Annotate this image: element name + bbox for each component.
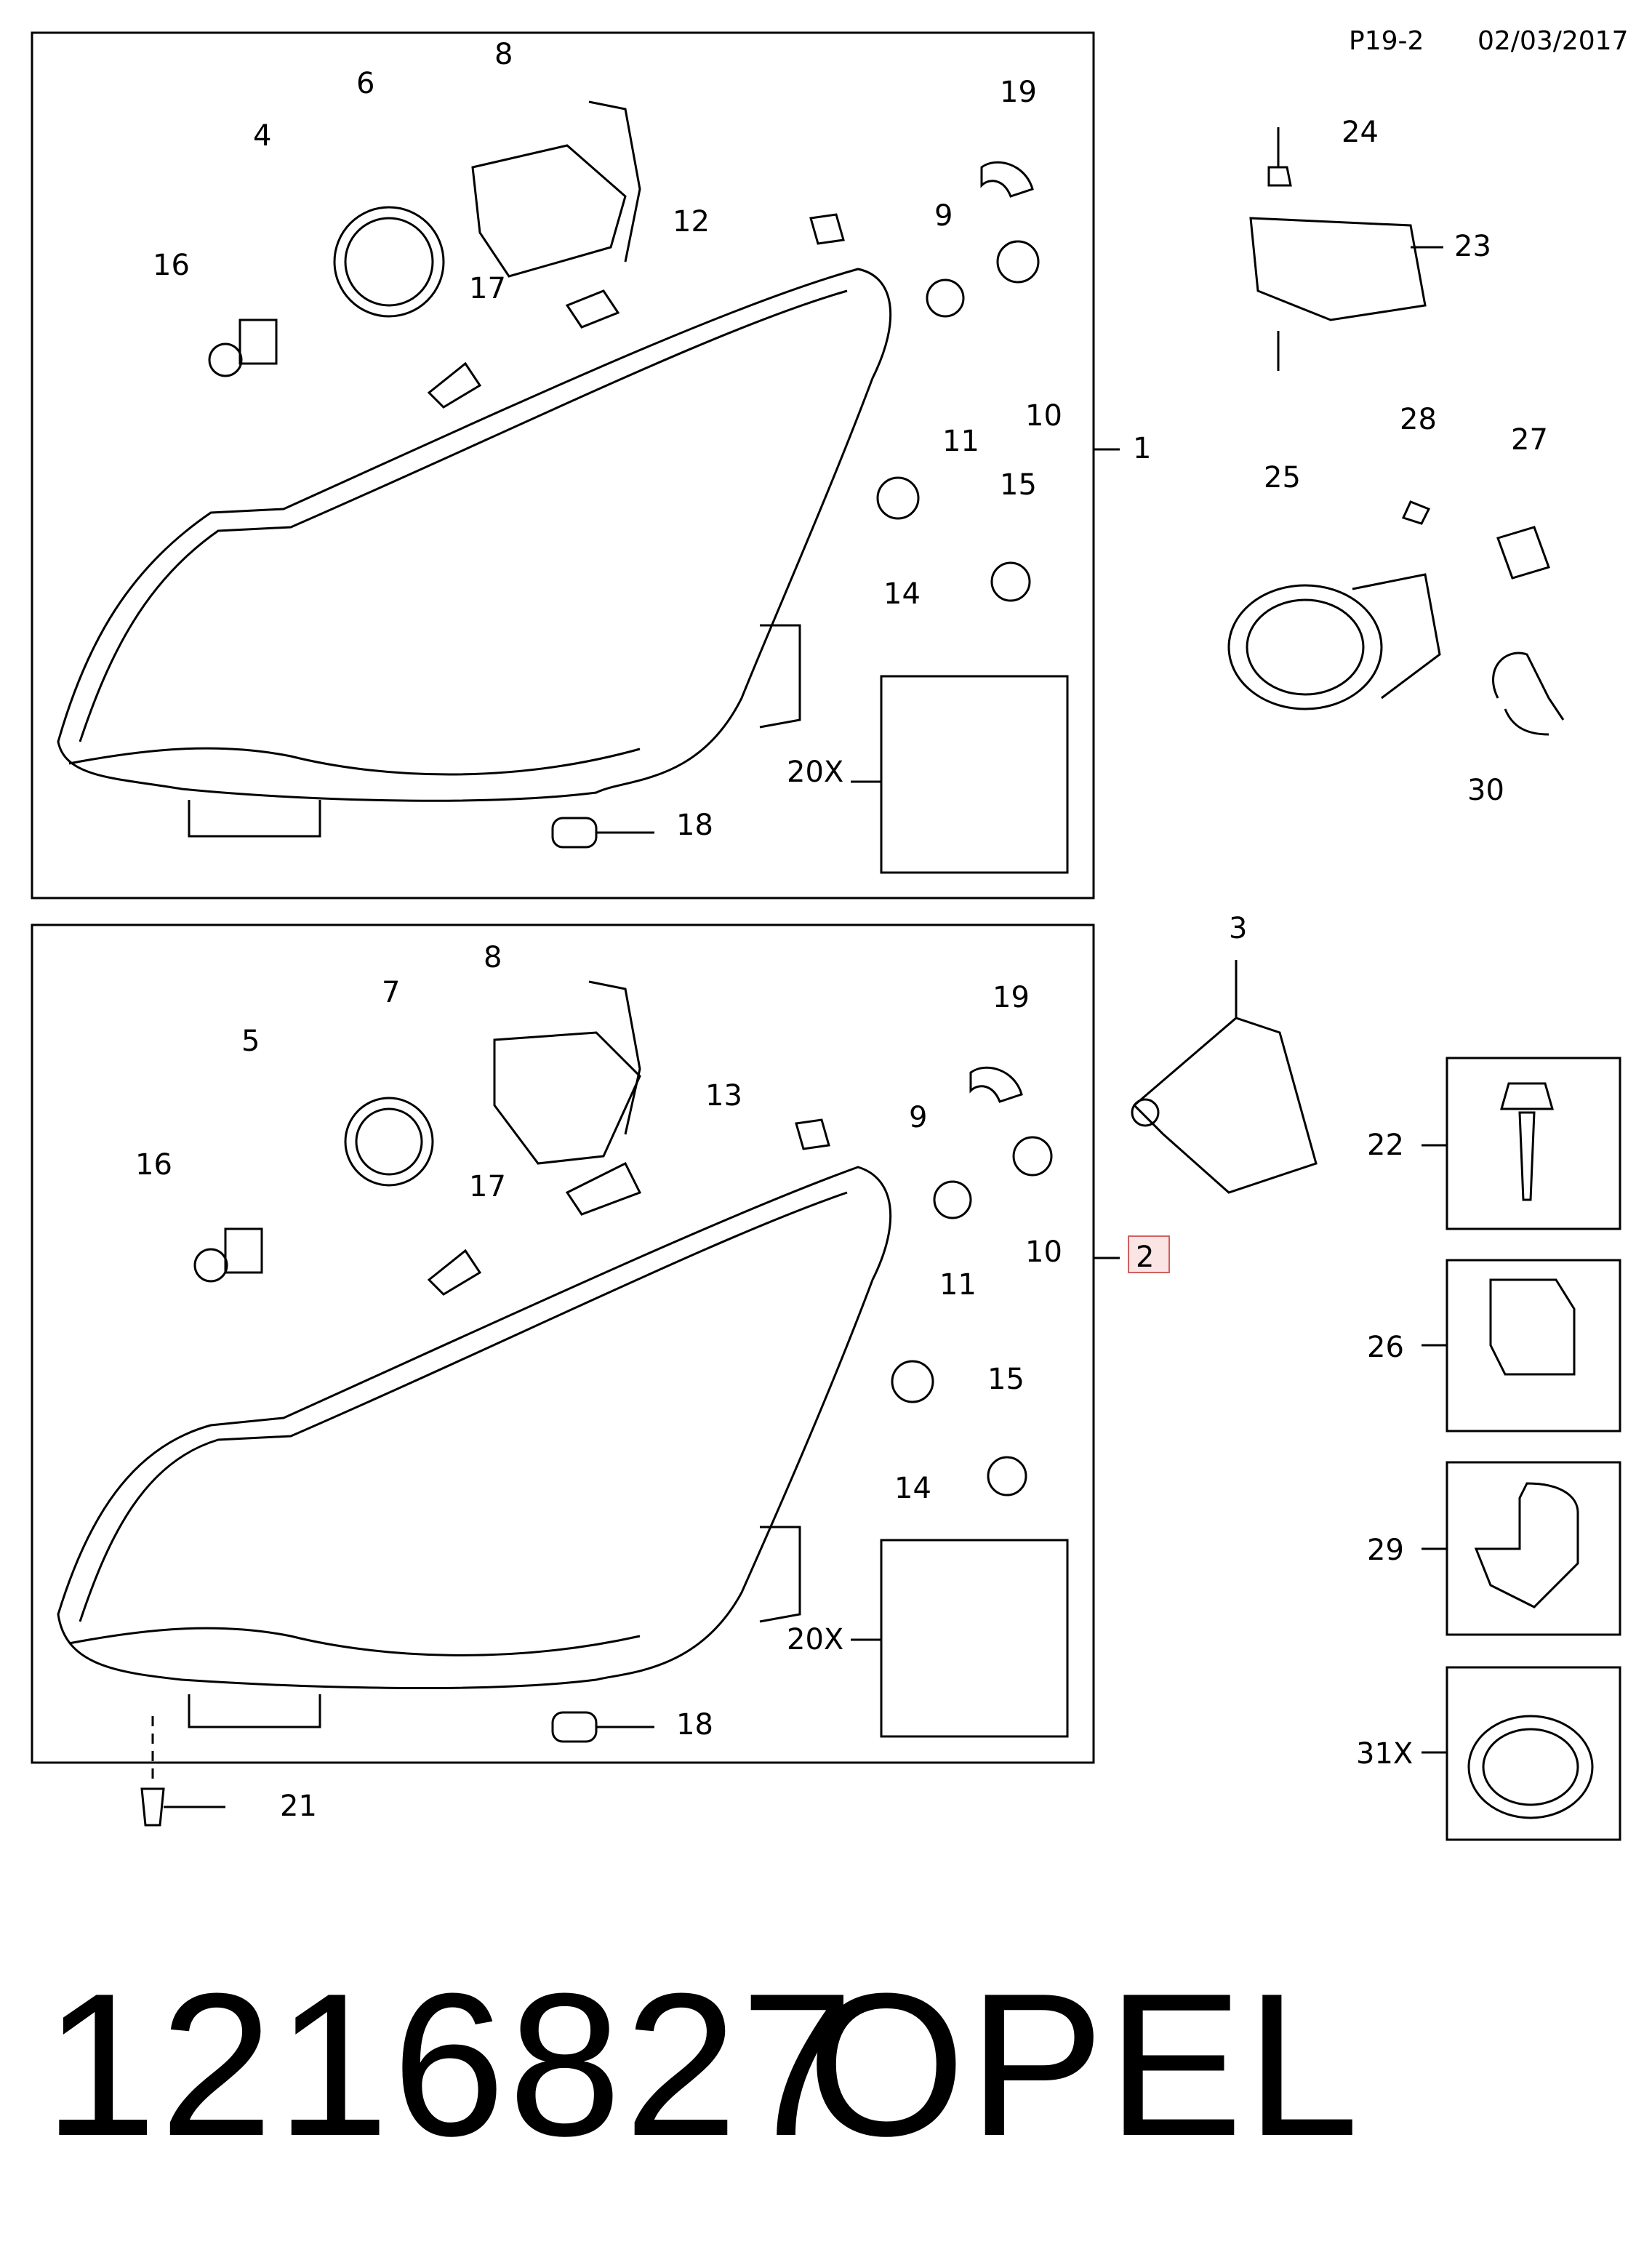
spring-clip-8-lower [588, 980, 641, 1135]
callout-7: 7 [382, 976, 400, 1009]
nut-24 [1267, 166, 1292, 187]
screw-28 [1401, 500, 1431, 525]
callout-16-lower: 16 [135, 1148, 172, 1182]
callout-20x-lower: 20X [787, 1623, 843, 1656]
callout-4: 4 [253, 119, 271, 153]
callout-27: 27 [1511, 423, 1548, 457]
clip-kit-frame-upper [880, 675, 1069, 874]
callout-8-lower: 8 [484, 941, 502, 974]
callout-18: 18 [676, 809, 713, 842]
screw-22 [1500, 1082, 1554, 1201]
callout-1: 1 [1133, 432, 1151, 465]
part-number: 1216827 [44, 1952, 857, 2179]
grommet-9 [809, 213, 845, 245]
part-box-26 [1446, 1259, 1621, 1432]
callout-20x: 20X [787, 756, 843, 789]
diagram-date: 02/03/2017 [1477, 26, 1629, 56]
callout-8: 8 [494, 38, 513, 71]
part-box-22 [1446, 1057, 1621, 1230]
upper-assembly-frame [31, 31, 1095, 899]
callout-11-lower: 11 [939, 1268, 977, 1302]
bulb-holder-17 [427, 361, 482, 409]
socket-15 [990, 561, 1031, 602]
leveling-motor-3 [1132, 1017, 1318, 1194]
callout-23: 23 [1454, 230, 1491, 263]
clip-kit-frame-lower [880, 1539, 1069, 1738]
screw-21 [140, 1787, 165, 1827]
bulb-14 [876, 476, 920, 520]
callout-31x: 31X [1356, 1737, 1413, 1771]
callout-19-lower: 19 [993, 981, 1030, 1014]
harness-30 [1492, 652, 1565, 736]
callout-15: 15 [1000, 468, 1037, 502]
callout-15-lower: 15 [987, 1363, 1025, 1396]
socket-19-lower [969, 1066, 1023, 1103]
callout-16: 16 [153, 249, 190, 282]
bulb-13 [565, 1161, 642, 1216]
callout-17-lower: 17 [469, 1170, 506, 1203]
callout-6: 6 [356, 67, 374, 100]
grommet-9-lower [795, 1118, 830, 1150]
callout-29: 29 [1367, 1534, 1404, 1567]
callout-18-lower: 18 [676, 1708, 713, 1742]
callout-9-lower: 9 [909, 1101, 927, 1134]
socket-10-lower [1012, 1136, 1053, 1177]
callout-14-lower: 14 [894, 1472, 931, 1505]
relay-26 [1489, 1278, 1576, 1376]
bulb-11 [926, 279, 965, 318]
lower-assembly-frame [31, 923, 1095, 1764]
callout-26: 26 [1367, 1331, 1404, 1364]
callout-10-lower: 10 [1025, 1235, 1062, 1269]
callout-30: 30 [1467, 774, 1504, 807]
brand-name: OPEL [807, 1952, 1363, 2179]
fog-lamp-31x [1467, 1715, 1594, 1819]
cap-5 [344, 1097, 434, 1187]
callout-22: 22 [1367, 1129, 1404, 1162]
bulb-16-lower [193, 1248, 228, 1283]
headlamp-right-housing [57, 1166, 892, 1728]
callout-9: 9 [934, 199, 953, 233]
socket-10 [996, 240, 1040, 284]
headlamp-left-housing [57, 268, 892, 838]
bulb-holder-17-lower [427, 1249, 482, 1296]
callout-28: 28 [1400, 403, 1437, 436]
callout-10: 10 [1025, 399, 1062, 433]
bulb-16 [208, 342, 243, 377]
cap-4 [333, 206, 445, 318]
module-23 [1249, 217, 1427, 321]
bulb-14-lower [891, 1360, 934, 1403]
callout-2-highlight [1128, 1235, 1170, 1273]
bulb-27 [1496, 526, 1550, 580]
cap-29 [1474, 1482, 1579, 1608]
bush-18 [551, 817, 598, 849]
callout-17: 17 [469, 272, 506, 305]
socket-15-lower [987, 1456, 1027, 1496]
bush-18-lower [551, 1711, 598, 1743]
fog-lamp-25 [1227, 584, 1383, 710]
bulb-11-lower [933, 1180, 972, 1219]
cover-7 [493, 1031, 641, 1165]
callout-24: 24 [1342, 116, 1379, 149]
part-box-31x [1446, 1666, 1621, 1841]
socket-19 [980, 161, 1034, 198]
callout-19: 19 [1000, 76, 1037, 109]
cover-6 [471, 144, 627, 278]
callout-5: 5 [241, 1025, 260, 1058]
spring-clip-8 [588, 100, 641, 263]
bulb-12 [565, 289, 620, 329]
callout-3: 3 [1229, 912, 1247, 945]
callout-21: 21 [280, 1790, 317, 1823]
callout-25: 25 [1264, 461, 1301, 494]
callout-13: 13 [705, 1079, 742, 1113]
callout-2: 2 [1136, 1241, 1154, 1274]
callout-11: 11 [942, 425, 979, 458]
callout-14: 14 [883, 577, 921, 611]
callout-12: 12 [673, 205, 710, 239]
part-box-29 [1446, 1461, 1621, 1636]
page-ref: P19-2 [1349, 26, 1424, 56]
